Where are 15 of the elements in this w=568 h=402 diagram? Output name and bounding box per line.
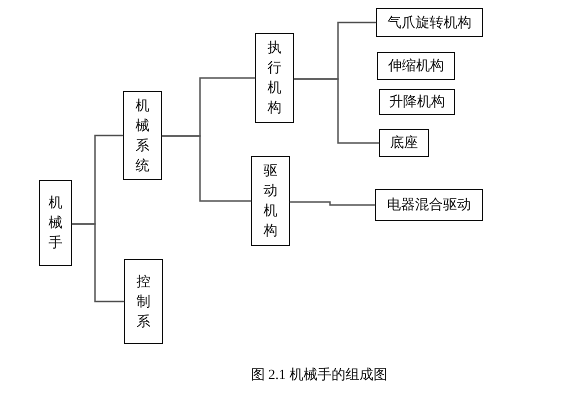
process-box: 执行机构 <box>255 33 294 123</box>
process-box: 机械系统 <box>123 91 162 180</box>
figure-caption: 图 2.1 机械手的组成图 <box>250 366 388 384</box>
process-box: 气爪旋转机构 <box>376 8 483 37</box>
process-box: 控制系 <box>124 259 163 344</box>
process-box: 底座 <box>379 129 429 157</box>
connector-line <box>162 135 251 202</box>
process-box: 电器混合驱动 <box>375 189 483 221</box>
process-box: 升降机构 <box>379 89 455 115</box>
connector-line <box>290 201 375 206</box>
process-box: 驱动机构 <box>251 156 290 246</box>
connector-line <box>72 223 124 302</box>
process-box: 机械手 <box>39 180 72 266</box>
connector-line <box>294 78 379 144</box>
process-box: 伸缩机构 <box>377 52 455 80</box>
